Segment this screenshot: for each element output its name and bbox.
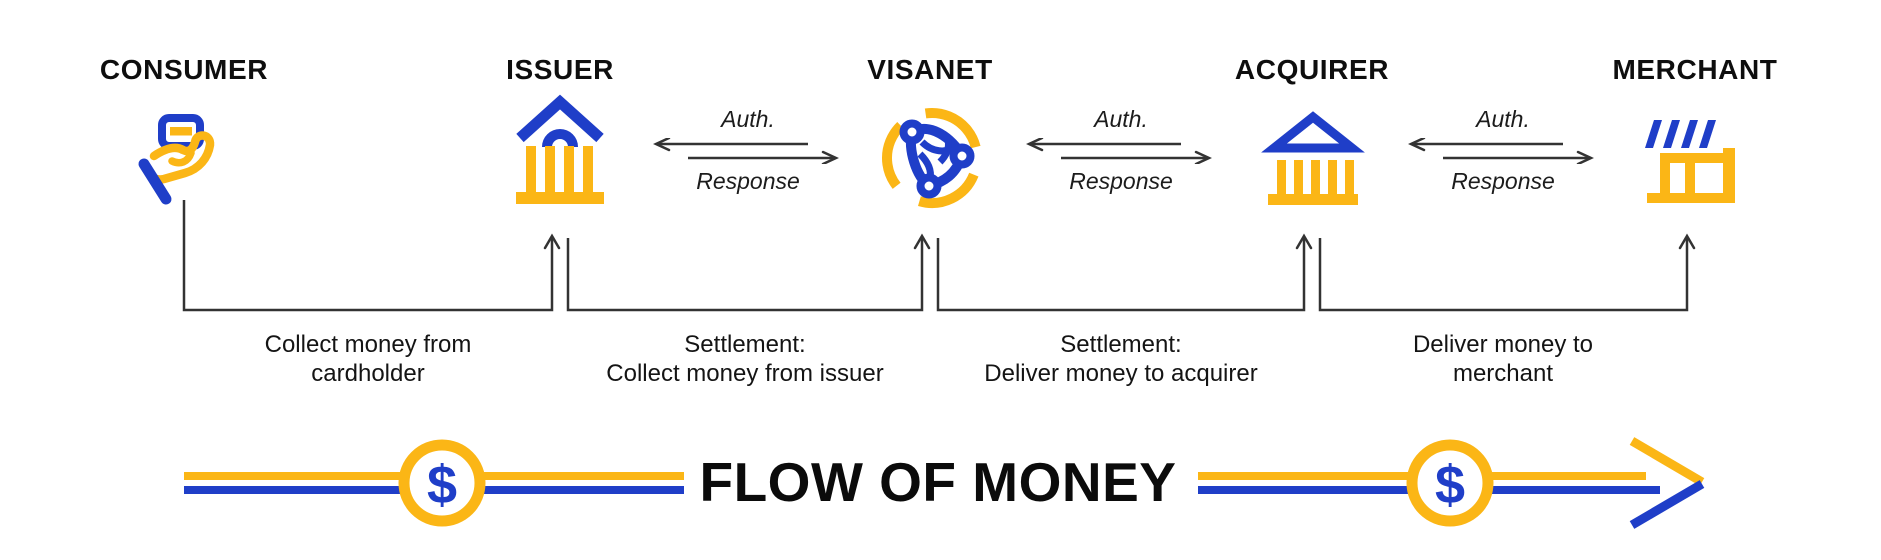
money-arrow-top	[1629, 437, 1705, 486]
money-arrow-bottom	[1629, 480, 1705, 529]
bank-column	[1328, 160, 1337, 194]
awning-stripe	[1663, 120, 1680, 148]
flow-of-money-banner: $ $	[184, 437, 1705, 529]
bank-base	[516, 192, 604, 204]
bank-issuer-icon	[516, 94, 604, 204]
settlement-label-2: Settlement: Collect money from issuer	[525, 330, 965, 388]
hand-curl	[168, 149, 195, 167]
bracket-consumer-issuer	[182, 200, 554, 312]
dollar-symbol: $	[1435, 455, 1465, 515]
response-label: Response	[696, 168, 800, 194]
settlement-line: Deliver money to acquirer	[984, 360, 1258, 387]
flow-acquirer-merchant: Auth. Response	[1393, 106, 1613, 194]
settlement-brackets	[182, 200, 1696, 312]
bank-column	[1311, 160, 1320, 194]
settlement-label-3: Settlement: Deliver money to acquirer	[901, 330, 1341, 388]
bank-column	[1277, 160, 1286, 194]
bank-acquirer-icon	[1261, 111, 1365, 205]
bracket-issuer-visanet	[566, 237, 924, 312]
up-arrow-head	[543, 233, 561, 250]
bank-column	[1294, 160, 1303, 194]
response-label: Response	[1451, 168, 1555, 194]
entity-label-consumer: CONSUMER	[99, 54, 269, 85]
store-post	[1660, 163, 1670, 193]
hand-shape	[144, 131, 215, 184]
visanet-network-icon	[882, 108, 982, 208]
auth-label: Auth.	[1094, 106, 1148, 132]
auth-response-arrows	[1408, 138, 1594, 164]
store-post	[1685, 163, 1695, 193]
auth-response-arrows	[1026, 138, 1212, 164]
up-arrow-head	[1295, 233, 1313, 250]
bank-pediment	[1261, 111, 1365, 153]
auth-label: Auth.	[721, 106, 775, 132]
store-post	[1723, 148, 1735, 201]
up-arrow-head	[913, 233, 931, 250]
hand-card-icon	[138, 114, 215, 205]
bank-column	[1345, 160, 1354, 194]
flow-issuer-visanet: Auth. Response	[638, 106, 858, 194]
entity-label-merchant: MERCHANT	[1612, 54, 1778, 85]
up-arrow-head	[1678, 233, 1696, 250]
settlement-line: Collect money from	[264, 331, 472, 358]
bank-column	[526, 146, 536, 192]
store-base	[1647, 193, 1735, 203]
settlement-line: Deliver money to	[1412, 331, 1594, 358]
arrow-right-head	[1576, 150, 1594, 164]
entity-label-acquirer: ACQUIRER	[1234, 54, 1390, 85]
store-counter-top	[1660, 153, 1723, 163]
settlement-line: Collect money from issuer	[606, 360, 884, 387]
card-stripe	[170, 127, 192, 136]
bracket-visanet-acquirer	[936, 237, 1306, 312]
settlement-line: merchant	[1452, 360, 1554, 387]
arrow-left-head	[1026, 138, 1044, 152]
arrow-right-head	[1194, 150, 1212, 164]
settlement-line: Settlement:	[1060, 331, 1182, 358]
storefront-icon	[1645, 120, 1735, 203]
network-node	[916, 173, 942, 199]
settlement-line: Settlement:	[684, 331, 806, 358]
bank-column	[583, 146, 593, 192]
arrow-right-head	[821, 150, 839, 164]
dollar-coin	[398, 439, 486, 527]
arrow-left-head	[653, 138, 671, 152]
network-node	[899, 119, 925, 145]
entity-label-issuer: ISSUER	[506, 54, 614, 85]
settlement-line: cardholder	[311, 360, 425, 387]
bracket-acquirer-merchant	[1318, 237, 1689, 312]
dollar-symbol: $	[427, 455, 457, 515]
bank-column	[545, 146, 555, 192]
auth-label: Auth.	[1476, 106, 1530, 132]
settlement-label-1: Collect money from cardholder	[148, 330, 588, 388]
response-label: Response	[1069, 168, 1173, 194]
dollar-coin	[1406, 439, 1494, 527]
awning-stripe	[1681, 120, 1698, 148]
bank-roof	[516, 94, 604, 143]
settlement-label-4: Deliver money to merchant	[1283, 330, 1723, 388]
flow-visanet-acquirer: Auth. Response	[1011, 106, 1231, 194]
network-mesh	[937, 139, 952, 165]
flow-of-money-title: FLOW OF MONEY	[699, 451, 1177, 513]
bank-column	[564, 146, 574, 192]
awning-stripe	[1645, 120, 1662, 148]
bank-arch	[542, 129, 578, 148]
bank-base	[1268, 194, 1358, 205]
orbit-arcs	[882, 108, 982, 208]
sleeve-shape	[138, 158, 172, 205]
arrow-left-head	[1408, 138, 1426, 152]
awning-stripe	[1699, 120, 1716, 148]
auth-response-arrows	[653, 138, 839, 164]
entity-label-visanet: VISANET	[867, 54, 993, 85]
network-node	[949, 143, 975, 169]
